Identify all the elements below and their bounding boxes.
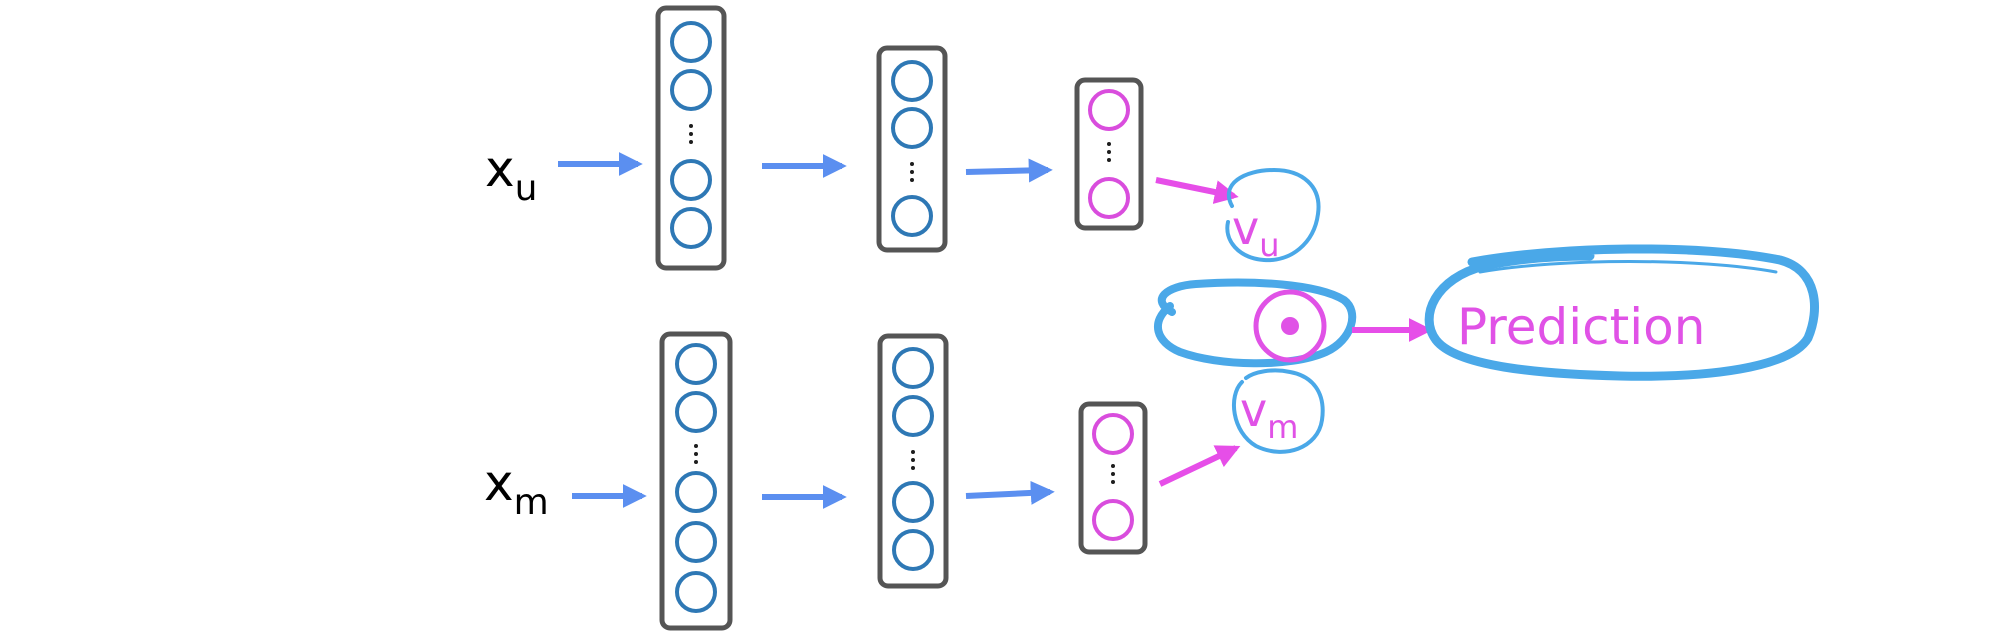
prediction-ring — [1424, 244, 1819, 381]
dot-product-center — [1281, 317, 1299, 335]
vm-ring — [1231, 368, 1325, 454]
movie-layer-1-unit — [675, 391, 717, 433]
user-layer-2-unit — [891, 107, 933, 149]
movie-layer-2-unit — [892, 529, 934, 571]
movie-layer-1 — [659, 331, 733, 631]
vu-label: vu — [1232, 201, 1280, 264]
movie-layer-2-unit — [892, 481, 934, 523]
movie-input-subscript: m — [514, 482, 549, 523]
prediction-output: Prediction — [1424, 244, 1819, 381]
movie-layer-2 — [877, 333, 949, 589]
user-layer-1-unit — [670, 159, 712, 201]
user-layer-1-ellipsis-dot — [689, 132, 693, 136]
movie-input-label: xm — [484, 454, 549, 523]
user-tower: xu — [485, 5, 1239, 271]
movie-layer-2-ellipsis-dot — [911, 450, 915, 454]
user-layer-2-ellipsis-dot — [910, 178, 914, 182]
dot-product-circle — [1253, 289, 1327, 363]
vu-ring — [1225, 168, 1321, 263]
user-output-layer — [1074, 77, 1144, 231]
vu-subscript: u — [1259, 226, 1279, 264]
user-layer-1-ellipsis-dot — [689, 140, 693, 144]
movie-output-ellipsis-dot — [1111, 472, 1115, 476]
vu-base: v — [1232, 201, 1259, 255]
user-layer-2-ellipsis-dot — [910, 170, 914, 174]
user-output-ellipsis-dot — [1107, 158, 1111, 162]
movie-layer-1-ellipsis-dot — [694, 460, 698, 464]
movie-output-unit — [1092, 499, 1134, 541]
movie-output-ellipsis-dot — [1111, 464, 1115, 468]
movie-layer-2-ellipsis-dot — [911, 458, 915, 462]
user-input-subscript: u — [515, 168, 538, 209]
user-layer-1-ellipsis-dot — [689, 124, 693, 128]
user-layer-2-ellipsis-dot — [910, 162, 914, 166]
arrow-user-layer-2-to-3 — [965, 158, 1053, 183]
user-layer-2-unit — [891, 195, 933, 237]
user-layer-1-unit — [670, 21, 712, 63]
arrow-user-to-vu — [1155, 177, 1239, 204]
user-layer-1-unit — [670, 207, 712, 249]
movie-layer-1-unit — [675, 571, 717, 613]
movie-layer-2-unit — [892, 347, 934, 389]
movie-output-layer — [1078, 401, 1148, 555]
prediction-ring-inner — [1478, 260, 1778, 274]
arrow-movie-to-vm — [1158, 445, 1241, 487]
user-layer-2 — [876, 45, 948, 253]
movie-layer-2-ellipsis-dot — [911, 466, 915, 470]
user-layer-1-unit — [670, 69, 712, 111]
user-layer-1 — [655, 5, 727, 271]
movie-tower: xm — [484, 331, 1241, 631]
movie-output-unit — [1092, 413, 1134, 455]
arrow-movie-layer-2-to-3 — [965, 480, 1055, 505]
user-output-ellipsis-dot — [1107, 150, 1111, 154]
vm-base: v — [1240, 383, 1267, 437]
movie-layer-1-unit — [675, 521, 717, 563]
vm-label: vm — [1240, 383, 1298, 446]
user-output-unit — [1088, 177, 1130, 219]
movie-input-base: x — [484, 454, 514, 512]
movie-layer-1-unit — [675, 343, 717, 385]
movie-layer-1-ellipsis-dot — [694, 444, 698, 448]
user-output-ellipsis-dot — [1107, 142, 1111, 146]
movie-layer-1-unit — [675, 471, 717, 513]
combination: vu vm — [1154, 168, 1433, 454]
dot-product-ring — [1154, 278, 1357, 368]
user-output-unit — [1088, 89, 1130, 131]
movie-layer-2-unit — [892, 395, 934, 437]
movie-layer-1-ellipsis-dot — [694, 452, 698, 456]
vm-subscript: m — [1267, 408, 1298, 446]
dot-product-icon — [1253, 289, 1327, 363]
user-layer-1-frame — [655, 5, 727, 271]
movie-output-ellipsis-dot — [1111, 480, 1115, 484]
user-input-label: xu — [485, 140, 537, 209]
prediction-label: Prediction — [1457, 298, 1705, 356]
user-input-base: x — [485, 140, 515, 198]
user-layer-2-unit — [891, 60, 933, 102]
